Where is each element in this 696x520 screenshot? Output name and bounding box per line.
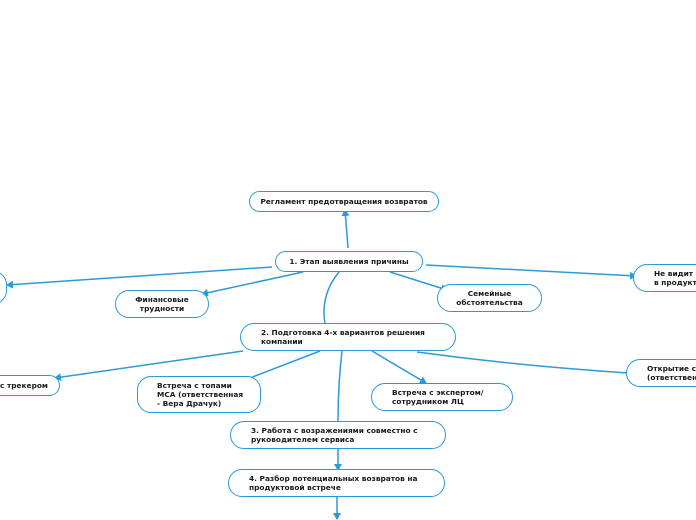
edge-stage2-opening xyxy=(416,351,629,374)
edge-stage1-reglament xyxy=(341,209,350,249)
node-expert-meeting[interactable]: Встреча с экспертом/ сотрудником ЛЦ xyxy=(371,383,513,411)
edge-stage2-tracker xyxy=(54,350,244,382)
node-family-label: Семейные обстоятельства xyxy=(456,288,523,307)
node-top-meeting[interactable]: Встреча с топами MCA (ответственная - Ве… xyxy=(137,376,261,413)
node-stage3[interactable]: 3. Работа с возражениями совместно с рук… xyxy=(230,421,446,449)
node-tracker[interactable]: с трекером xyxy=(0,375,60,396)
edge-stage1-family xyxy=(389,271,448,293)
edge-stage2-stage3 xyxy=(337,350,343,422)
node-financial-label: Финансовые трудности xyxy=(135,294,189,313)
node-stage1[interactable]: 1. Этап выявления причины xyxy=(275,251,423,272)
edge-stage2-expert xyxy=(371,350,427,384)
node-financial[interactable]: Финансовые трудности xyxy=(115,290,209,318)
node-stage3-label: 3. Работа с возражениями совместно с рук… xyxy=(251,425,418,444)
node-tracker-label: с трекером xyxy=(0,380,48,390)
node-reglament[interactable]: Регламент предотвращения возвратов xyxy=(249,191,439,212)
edge-stage1-left xyxy=(6,266,273,289)
node-opening[interactable]: Открытие сп (ответствен xyxy=(626,359,696,387)
node-stage4[interactable]: 4. Разбор потенциальных возвратов на про… xyxy=(228,469,445,497)
node-no-value-label: Не видит ц в продукте xyxy=(654,268,696,287)
edge-stage1-stage2 xyxy=(323,271,340,325)
node-opening-label: Открытие сп (ответствен xyxy=(647,363,696,382)
node-top-meeting-label: Встреча с топами MCA (ответственная - Ве… xyxy=(157,380,244,409)
node-stage2[interactable]: 2. Подготовка 4-х вариантов решения комп… xyxy=(240,323,456,351)
edge-stage1-novalue xyxy=(425,264,637,280)
node-family[interactable]: Семейные обстоятельства xyxy=(437,284,542,312)
edge-stage1-financial xyxy=(201,271,304,297)
node-stage1-label: 1. Этап выявления причины xyxy=(289,256,409,266)
node-expert-meeting-label: Встреча с экспертом/ сотрудником ЛЦ xyxy=(392,387,484,406)
edge-stage2-top xyxy=(249,350,321,379)
node-stage4-label: 4. Разбор потенциальных возвратов на про… xyxy=(249,473,418,492)
node-no-value[interactable]: Не видит ц в продукте xyxy=(633,264,696,292)
node-reglament-label: Регламент предотвращения возвратов xyxy=(260,196,428,206)
node-stage2-label: 2. Подготовка 4-х вариантов решения комп… xyxy=(261,327,425,346)
